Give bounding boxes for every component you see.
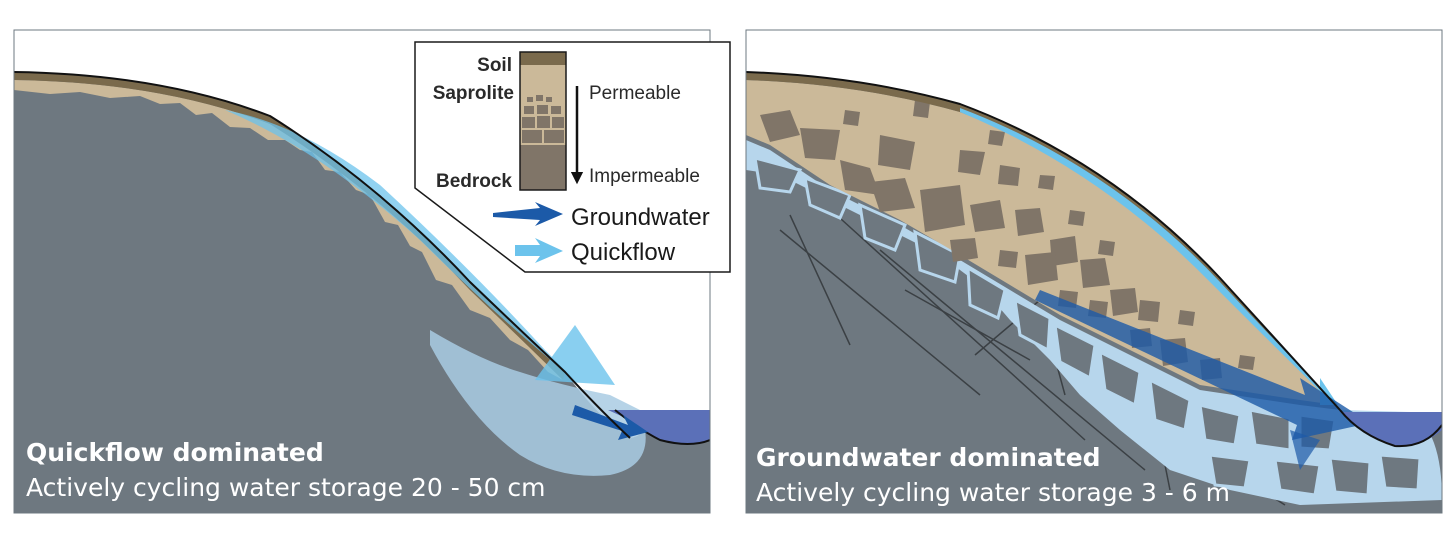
ground-surface-b <box>746 71 1341 411</box>
legend-saprolite-label: Saprolite <box>433 83 514 104</box>
ground-surface-a <box>14 71 631 439</box>
legend-quickflow-label: Quickflow <box>571 239 676 266</box>
legend-soil-label: Soil <box>477 55 512 76</box>
panel-b-subtitle: Actively cycling water storage 3 - 6 m <box>756 478 1230 507</box>
legend-groundwater-arrow <box>493 202 563 226</box>
groundwater-spread-b <box>1290 430 1320 470</box>
panel-a-subtitle: Actively cycling water storage 20 - 50 c… <box>26 473 546 502</box>
stream-b <box>1340 412 1442 446</box>
legend-saprolite-clasts <box>522 95 564 143</box>
legend-permeable-label: Permeable <box>589 83 681 104</box>
stream-a <box>608 410 710 444</box>
legend-groundwater-label: Groundwater <box>571 204 710 231</box>
stream-bed-b <box>1339 409 1442 448</box>
legend-quickflow-arrow <box>515 238 563 263</box>
panel-b-title: Groundwater dominated <box>756 443 1101 472</box>
panel-b: b) <box>745 29 1443 514</box>
sky-area-b <box>746 30 1442 443</box>
legend-bedrock-swatch <box>520 145 566 190</box>
legend-bedrock-label: Bedrock <box>436 171 512 192</box>
legend: Soil Saprolite Bedrock Permeable Imperme… <box>414 41 731 273</box>
fractured-blocks-b <box>753 155 1422 497</box>
saprolite-clasts-b <box>760 100 1255 380</box>
panel-a-title: Quickflow dominated <box>26 438 324 467</box>
legend-impermeable-label: Impermeable <box>589 166 700 187</box>
groundwater-arrow-a <box>572 405 648 440</box>
quickflow-arrow-a <box>535 325 615 385</box>
panel-b-frame <box>745 29 1443 514</box>
legend-soil-swatch <box>520 52 566 65</box>
near-stream-water-a <box>430 330 646 476</box>
groundwater-arrow-b <box>1035 290 1370 440</box>
legend-column-outline <box>519 51 567 191</box>
